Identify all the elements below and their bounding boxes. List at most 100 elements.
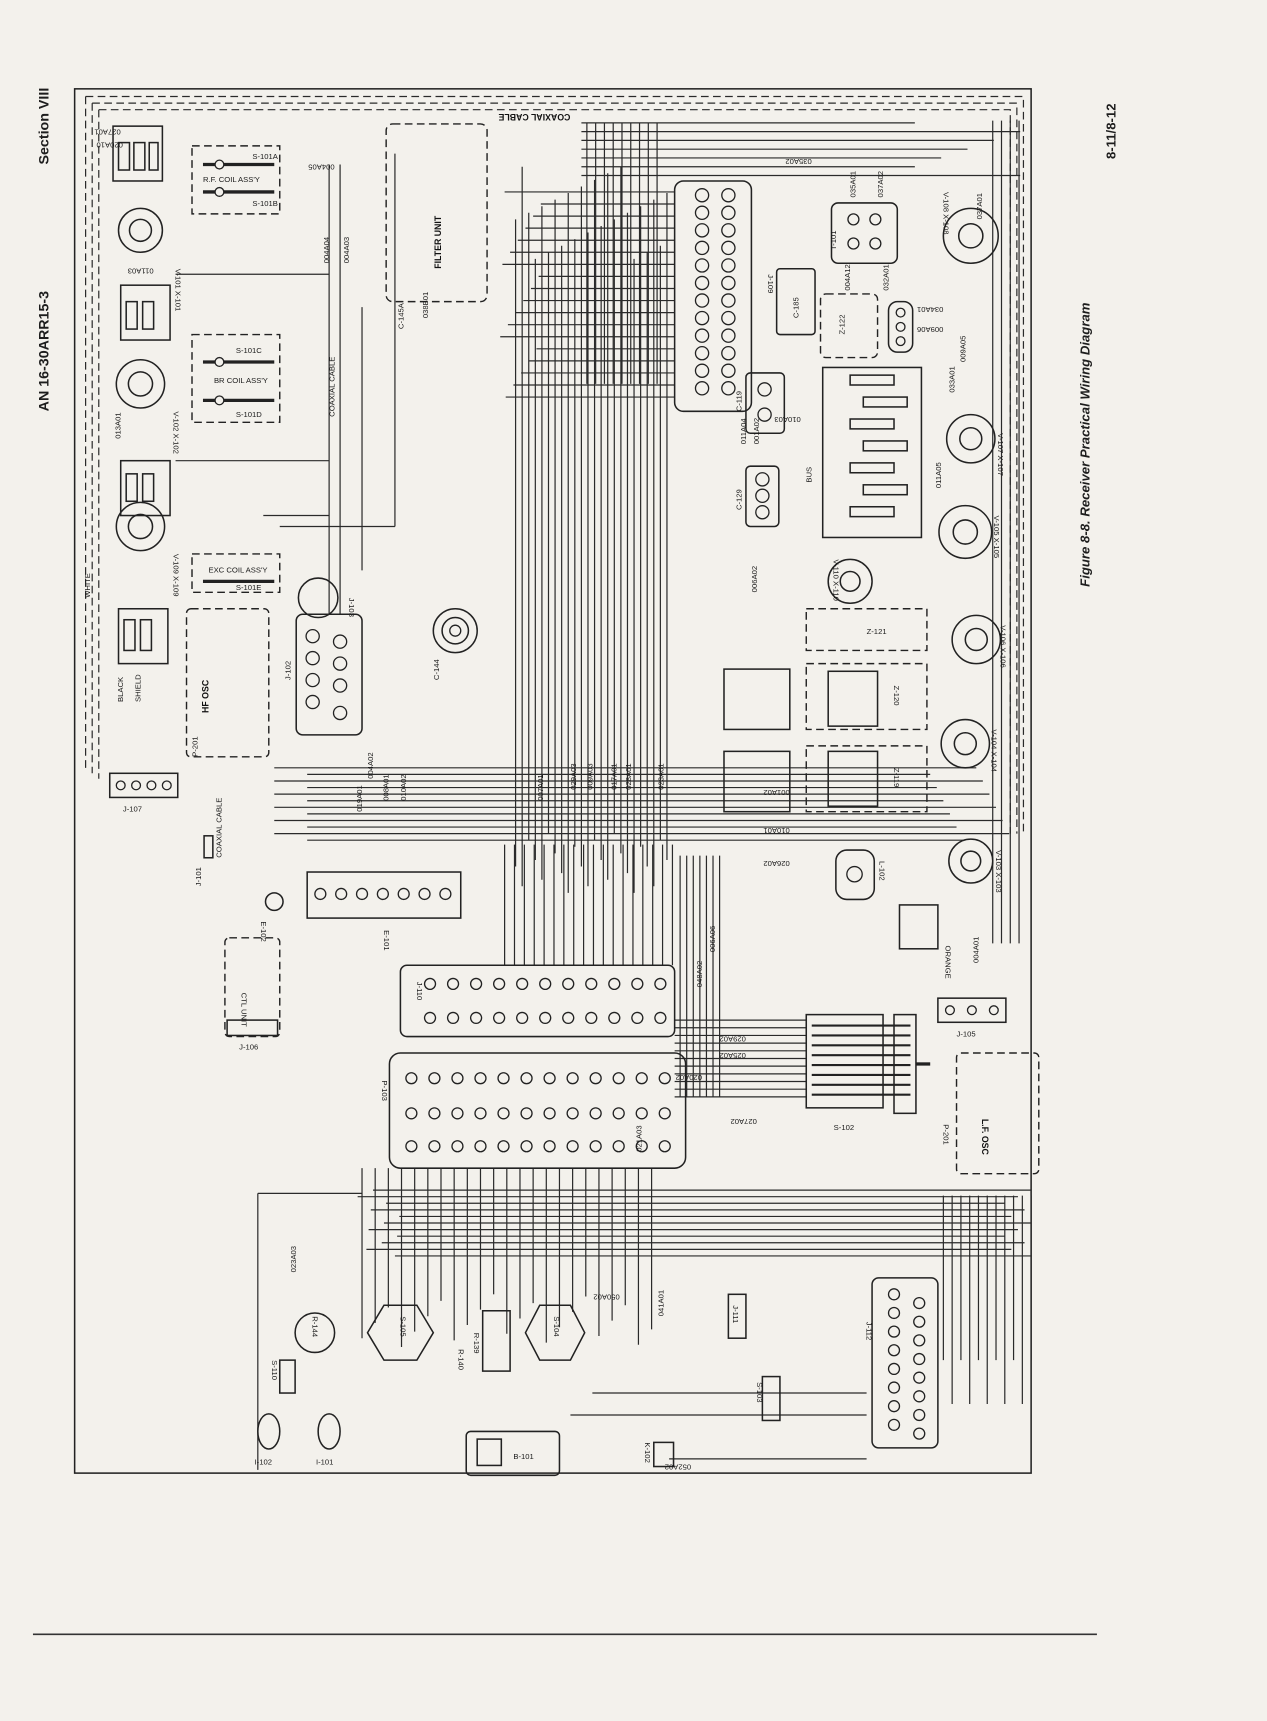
wire-label: 027A02 [730, 1117, 756, 1126]
c185-capacitor [775, 267, 816, 336]
j109-pins [694, 188, 736, 396]
j109-label: J-109 [766, 274, 775, 293]
wire-label: 006A02 [750, 566, 759, 592]
v109-label: V-109 X-109 [171, 554, 180, 597]
black-wire-label: BLACK [116, 676, 125, 702]
wire-label: 023A01 [657, 763, 666, 789]
p201-lf-label: P-201 [941, 1124, 950, 1144]
j105-label: J-105 [957, 1030, 976, 1039]
resistor-board [821, 366, 923, 539]
z120-box [805, 662, 928, 731]
j102-label: J-102 [284, 661, 293, 680]
coaxial-cable-label: COAXIAL CABLE [498, 112, 570, 122]
wire-label: 052A02 [665, 1462, 691, 1471]
wire-label: 004A01 [971, 937, 980, 963]
shield-wire-label: SHIELD [133, 674, 142, 702]
j101-label: J-101 [194, 867, 203, 886]
ctl-unit-label: CTL UNIT [239, 993, 248, 1027]
z121-box [805, 608, 928, 652]
s104-switch [524, 1304, 586, 1361]
wire-label: 011A03 [128, 267, 154, 276]
wire-label: 032A01 [882, 264, 891, 290]
wire-label: 050A02 [593, 1292, 619, 1301]
k102-relay [653, 1441, 675, 1468]
v108-socket [942, 207, 999, 265]
wire-label: 037A02 [876, 171, 885, 197]
page-number: 8-11/8-12 [1104, 103, 1119, 159]
terminal [397, 887, 410, 901]
white-wire-label: WHITE [83, 573, 92, 598]
diagram-border [73, 88, 1032, 1474]
wire-label: 004A04 [322, 236, 331, 263]
right-tube-sockets [827, 413, 1002, 884]
i101-lamp [317, 1413, 341, 1450]
s104-label: S-104 [552, 1316, 561, 1337]
wire-label: 038B01 [421, 292, 430, 318]
terminal [314, 887, 327, 901]
c129-capacitor [745, 465, 780, 528]
s101b-label: S-101B [252, 199, 278, 208]
c144-label: C-144 [432, 658, 441, 680]
j105-connector [937, 997, 1007, 1024]
s105-switch [366, 1304, 435, 1361]
j110-label: J-110 [415, 982, 424, 1001]
terminal [376, 887, 390, 901]
wire-label: 023A03 [289, 1246, 298, 1272]
wire-label: 010A02 [399, 774, 408, 800]
z120-can [827, 670, 879, 727]
rf-coil-assembly [191, 145, 281, 215]
v103-label: V-103 X-103 [994, 850, 1003, 893]
wire-bundles [175, 120, 1032, 1470]
rf-coil-label: R.F. COIL ASS'Y [203, 175, 260, 184]
z119-can-a [723, 750, 791, 813]
wire-label: 011A05 [934, 462, 943, 488]
wire-labels: 038B01004A04004A05020A10027A01004A03013A… [94, 127, 983, 1471]
wire-label: 026A02 [763, 859, 789, 868]
j106-label: J-106 [239, 1043, 258, 1052]
e102-connector [264, 892, 284, 912]
j112-label: J-112 [865, 1322, 874, 1341]
resistors [849, 374, 908, 518]
z120-label: Z-120 [892, 686, 901, 706]
wire-label: 017A01 [609, 763, 618, 789]
wire-label: 020A10 [96, 141, 122, 150]
j112-connector [871, 1277, 939, 1449]
terminal [355, 887, 369, 901]
wire-label: 029A02 [720, 1035, 746, 1044]
j103-connector [297, 577, 339, 619]
coaxial-cable-mid-label: COAXIAL CABLE [328, 357, 337, 417]
z122-label: Z-122 [838, 315, 847, 335]
wire-label: 029A03 [569, 763, 578, 789]
wire-label: 034A01 [917, 305, 943, 314]
terminal [335, 887, 348, 901]
br-coil-label: BR COIL ASS'Y [214, 376, 268, 385]
c144-capacitor [432, 607, 478, 654]
j106-connector [226, 1019, 279, 1037]
wire-label: 011A04 [739, 418, 748, 445]
j111-label: J-111 [731, 1305, 740, 1323]
j107-connector [108, 772, 179, 799]
s102-label: S-102 [834, 1123, 854, 1132]
s103-switch [761, 1375, 781, 1422]
r140-label: R-140 [457, 1349, 466, 1370]
terminal [418, 887, 431, 901]
wire-label: 035A02 [785, 157, 811, 166]
s101d-label: S-101D [236, 410, 262, 419]
j109-terminal-strip [673, 180, 753, 413]
p103-label: P-103 [380, 1080, 389, 1100]
b101-label: B-101 [513, 1452, 533, 1461]
c145a-label: C-145A [397, 302, 406, 329]
v110-label: V-110 X-110 [832, 559, 841, 600]
z122-terminals [887, 300, 914, 353]
i102-lamp [257, 1413, 281, 1450]
wire-label: 033A01 [947, 366, 956, 392]
s110-switch [278, 1359, 296, 1394]
j101-connector [203, 835, 214, 859]
wire-label: 009A06 [917, 325, 943, 334]
orange-wire-label: ORANGE [944, 946, 953, 979]
j103-label: J-103 [347, 598, 356, 617]
s110-label: S-110 [270, 1360, 279, 1380]
figure-caption: Figure 8-8. Receiver Practical Wiring Di… [1077, 302, 1092, 587]
wire-label: 035A01 [849, 171, 858, 197]
